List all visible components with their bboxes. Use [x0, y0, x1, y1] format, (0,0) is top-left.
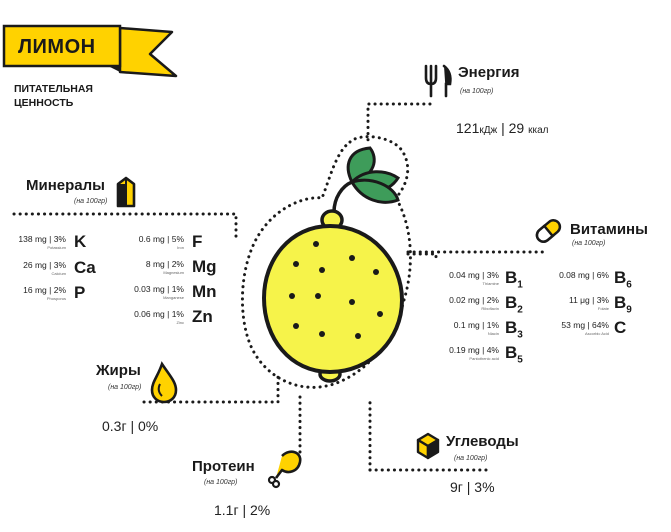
- mineral-crystal-icon: [116, 176, 136, 208]
- vitamin-pill-icon: [535, 219, 562, 243]
- fats-per: (на 100гр): [108, 384, 142, 391]
- mineral-symbol: Ca: [74, 258, 96, 277]
- fats-title: Жиры: [96, 362, 141, 379]
- page-subtitle: ПИТАТЕЛЬНАЯ ЦЕННОСТЬ: [14, 82, 93, 110]
- energy-kcal-value: 29: [508, 120, 525, 136]
- energy-kj-value: 121: [456, 120, 480, 136]
- carbs-value: 9г | 3%: [450, 479, 495, 495]
- mineral-name: Calcium: [51, 271, 66, 276]
- vitamin-letter: B: [505, 293, 518, 312]
- mineral-amount: 26 mg | 3%: [23, 260, 66, 270]
- vitamins-title: Витамины: [570, 221, 648, 238]
- vitamin-amount: 0.08 mg | 6%: [559, 270, 609, 280]
- mineral-symbol: K: [74, 232, 87, 251]
- fats-value: 0.3г | 0%: [102, 418, 159, 434]
- mineral-name: Manganese: [163, 295, 184, 300]
- carbs-title: Углеводы: [446, 433, 519, 450]
- vitamin-symbol: C: [614, 318, 626, 340]
- vitamin-letter: C: [614, 318, 627, 337]
- vitamin-subscript: 3: [517, 329, 523, 341]
- mineral-name: Potassium: [47, 245, 66, 250]
- lemon-outline: [241, 135, 412, 389]
- vitamin-name: Thiamine: [482, 281, 499, 286]
- mineral-symbol: F: [192, 232, 203, 251]
- mineral-symbol: Mn: [192, 282, 217, 301]
- vitamin-symbol: B1: [505, 268, 523, 290]
- vitamin-subscript: 9: [626, 304, 632, 316]
- fat-drop-icon: [150, 361, 178, 404]
- vitamin-symbol: B2: [505, 293, 523, 315]
- connector-minerals: [12, 212, 238, 242]
- subtitle-line-1: ПИТАТЕЛЬНАЯ: [14, 83, 93, 95]
- vitamin-subscript: 5: [517, 354, 523, 366]
- vitamin-amount: 0.19 mg | 4%: [449, 345, 499, 355]
- vitamin-name: Riboflavin: [481, 306, 499, 311]
- protein-value: 1.1г | 2%: [214, 502, 271, 518]
- vitamin-symbol: B3: [505, 318, 523, 340]
- title-banner: [2, 24, 178, 78]
- mineral-name: Zinc: [176, 320, 184, 325]
- mineral-amount: 16 mg | 2%: [23, 285, 66, 295]
- connector-fats: [142, 372, 280, 404]
- vitamin-letter: B: [614, 293, 627, 312]
- mineral-symbol: Zn: [192, 307, 213, 326]
- vitamin-letter: B: [505, 343, 518, 362]
- energy-kj-unit: кДж: [479, 125, 498, 136]
- lemon-seeds: [289, 241, 383, 339]
- mineral-amount: 8 mg | 2%: [145, 259, 184, 269]
- energy-title: Энергия: [458, 64, 520, 81]
- energy-kcal-unit: ккал: [528, 125, 549, 136]
- protein-title: Протеин: [192, 458, 255, 475]
- connector-lines: [12, 102, 550, 472]
- protein-per: (на 100гр): [204, 479, 238, 486]
- mineral-amount: 0.03 mg | 1%: [134, 284, 184, 294]
- carbs-per: (на 100гр): [454, 455, 488, 462]
- mineral-amount: 0.6 mg | 5%: [138, 234, 184, 244]
- mineral-symbol: P: [74, 283, 86, 302]
- vitamin-letter: B: [614, 268, 627, 287]
- mineral-amount: 138 mg | 3%: [18, 234, 66, 244]
- minerals-per: (на 100гр): [74, 198, 108, 205]
- energy-value: 121кДж | 29 ккал: [456, 120, 548, 136]
- connector-energy: [366, 102, 432, 142]
- energy-separator: |: [501, 120, 505, 136]
- vitamin-subscript: 6: [626, 279, 632, 291]
- drumstick-icon: [267, 450, 302, 489]
- mineral-amount: 0.06 mg | 1%: [134, 309, 184, 319]
- vitamin-symbol: B6: [614, 268, 632, 290]
- mineral-symbol: Mg: [192, 257, 217, 276]
- subtitle-line-2: ЦЕННОСТЬ: [14, 97, 74, 109]
- energy-per: (на 100гр): [460, 88, 494, 95]
- vitamin-amount: 53 mg | 64%: [561, 320, 609, 330]
- minerals-title: Минералы: [26, 177, 105, 194]
- mineral-name: Magnesium: [163, 270, 184, 275]
- page-title: ЛИМОН: [18, 36, 96, 58]
- vitamin-letter: B: [505, 268, 518, 287]
- vitamin-symbol: B5: [505, 343, 523, 365]
- vitamin-subscript: 2: [517, 304, 523, 316]
- lemon-illustration: [261, 146, 405, 383]
- carb-cube-icon: [416, 432, 440, 460]
- vitamin-letter: B: [505, 318, 518, 337]
- mineral-name: Phosporus: [46, 296, 66, 301]
- vitamin-name: Niacin: [487, 331, 499, 336]
- vitamin-symbol: B9: [614, 293, 632, 315]
- vitamin-name: Folate: [597, 306, 609, 311]
- vitamin-amount: 11 μg | 3%: [568, 295, 609, 305]
- vitamin-amount: 0.02 mg | 2%: [449, 295, 499, 305]
- vitamin-amount: 0.04 mg | 3%: [449, 270, 499, 280]
- vitamins-per: (на 100гр): [572, 240, 606, 247]
- vitamin-name: Ascorbic Acid: [584, 331, 609, 336]
- vitamin-name: Pantothenic acid: [469, 356, 499, 361]
- vitamin-subscript: 1: [517, 279, 523, 291]
- vitamin-amount: 0.1 mg | 1%: [453, 320, 499, 330]
- fork-knife-icon: [424, 64, 452, 98]
- mineral-name: Iron: [177, 245, 184, 250]
